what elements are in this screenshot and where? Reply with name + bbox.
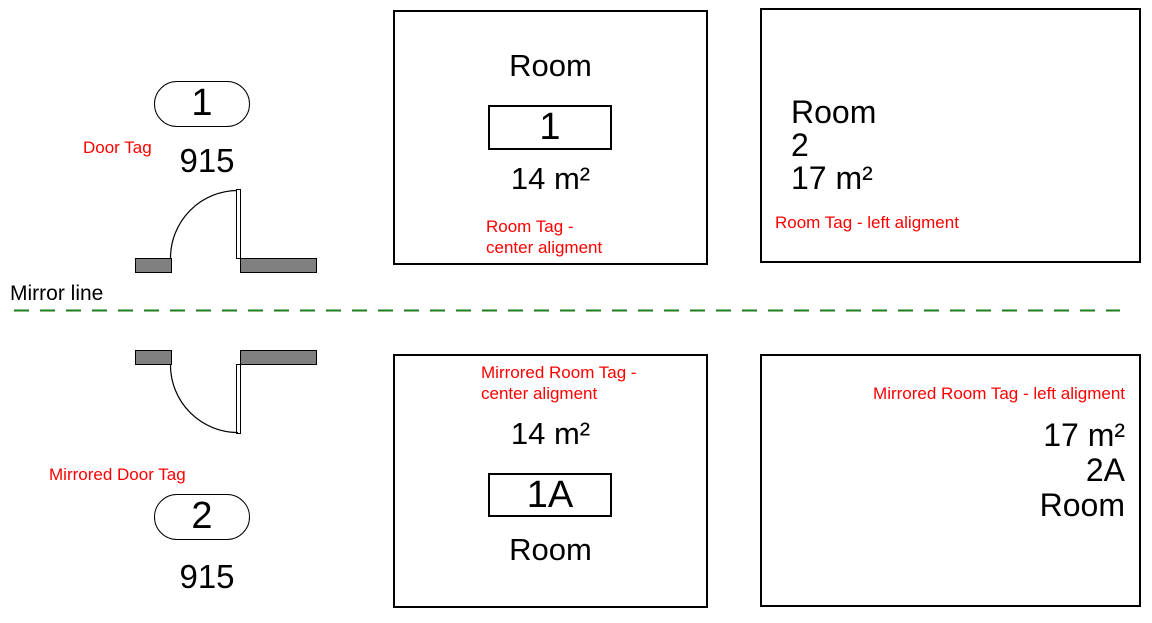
- mirrored-door-width-dimension: 915: [179, 558, 235, 595]
- mirrored-door-tag-annotation: Mirrored Door Tag: [49, 465, 186, 484]
- mirrored-room-left-aligned: Mirrored Room Tag - left aligment 17 m² …: [760, 354, 1141, 607]
- room-tag-text-block: 17 m² 2A Room: [1040, 418, 1125, 523]
- annotation-line1: Room Tag -: [486, 217, 574, 236]
- door-leaf: [236, 364, 241, 434]
- room-number: 2A: [1085, 452, 1125, 488]
- wall-segment-right: [240, 350, 317, 365]
- room-name: Room: [509, 532, 592, 567]
- mirror-line-label: Mirror line: [10, 282, 104, 305]
- door-tag-number: 2: [191, 495, 213, 537]
- wall-segment-right: [240, 258, 317, 273]
- room-center-aligned: Room 1 14 m² Room Tag - center aligment: [393, 10, 708, 265]
- room-tag-annotation: Room Tag - left aligment: [775, 213, 959, 232]
- room-area: 14 m²: [510, 416, 591, 451]
- room-name: Room: [509, 48, 592, 83]
- wall-segment-left: [135, 350, 172, 365]
- room-number: 2: [791, 127, 809, 163]
- door-swing-arc: [169, 364, 239, 434]
- room-tag-annotation: Mirrored Room Tag - left aligment: [873, 384, 1125, 403]
- room-area: 14 m²: [510, 161, 591, 196]
- door-swing-arc: [169, 189, 239, 259]
- room-name: Room: [791, 94, 877, 130]
- room-number: 1A: [526, 474, 574, 516]
- door-tag-annotation: Door Tag: [83, 138, 152, 157]
- room-tag-text-block: Room 2 17 m²: [791, 96, 876, 195]
- room-name: Room: [1039, 487, 1125, 523]
- annotation-line1: Mirrored Room Tag -: [481, 363, 637, 382]
- door-tag-number: 1: [191, 82, 213, 124]
- door-width-dimension: 915: [179, 142, 235, 179]
- room-left-aligned: Room 2 17 m² Room Tag - left aligment: [760, 8, 1141, 263]
- door-tag-bubble: 1: [154, 81, 250, 127]
- room-area: 17 m²: [1043, 417, 1125, 453]
- room-area: 17 m²: [791, 160, 873, 196]
- annotation-line2: center aligment: [486, 238, 603, 257]
- door-symbol-top: [135, 189, 317, 273]
- mirrored-door-tag-bubble: 2: [154, 494, 250, 540]
- room-number-box: 1A: [488, 473, 612, 517]
- wall-segment-left: [135, 258, 172, 273]
- annotation-line2: center aligment: [481, 384, 598, 403]
- mirrored-room-center-aligned: Mirrored Room Tag - center aligment 14 m…: [393, 354, 708, 608]
- door-symbol-mirrored: [135, 350, 317, 434]
- room-tag-annotation: Mirrored Room Tag - center aligment: [481, 362, 637, 404]
- door-leaf: [236, 189, 241, 259]
- room-tag-annotation: Room Tag - center aligment: [486, 216, 602, 258]
- room-number-box: 1: [488, 105, 612, 150]
- room-number: 1: [539, 106, 561, 148]
